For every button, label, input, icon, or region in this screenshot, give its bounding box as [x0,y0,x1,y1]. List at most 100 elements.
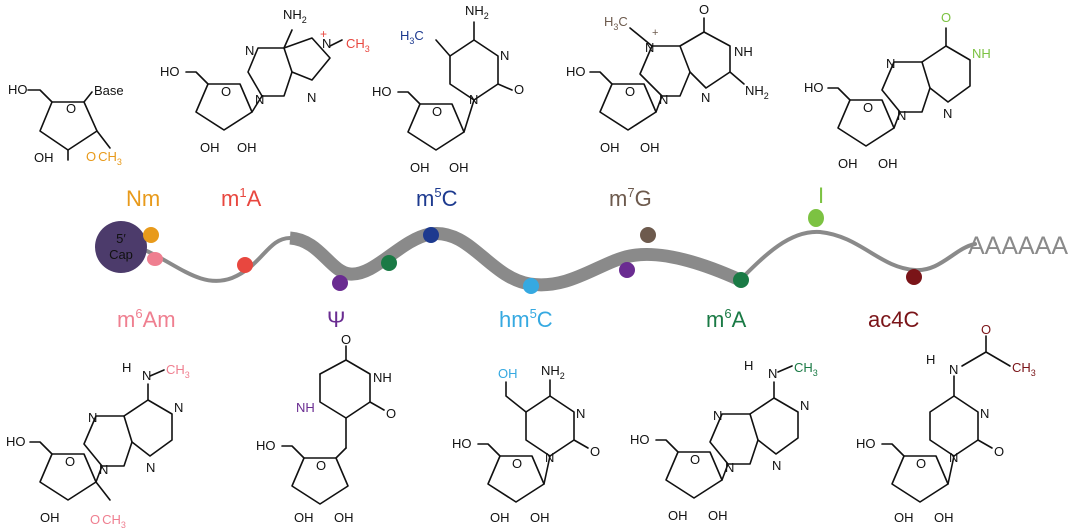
svg-text:OH: OH [600,140,620,155]
svg-text:OH: OH [668,508,688,523]
dot-m6a-2 [733,272,749,288]
svg-text:N: N [142,368,151,383]
svg-text:O: O [590,444,600,459]
svg-text:OH: OH [294,510,314,525]
svg-text:OH: OH [530,510,550,525]
svg-text:N: N [800,398,809,413]
svg-text:N: N [949,362,958,377]
dot-m1a [237,257,253,273]
svg-text:HO: HO [8,82,28,97]
label-m7g: m7G [609,185,652,211]
svg-text:N: N [99,462,108,477]
strand-thick [288,227,743,292]
svg-text:O: O [221,84,231,99]
label-ac4c: ac4C [868,307,919,332]
dot-m6a-1 [381,255,397,271]
m6am-n-methyl: CH3 [166,362,190,380]
svg-text:N: N [980,406,989,421]
svg-text:N: N [713,408,722,423]
svg-text:O: O [341,332,351,347]
svg-text:N: N [307,90,316,105]
cap-label-line2: Cap [109,247,133,262]
svg-text:HO: HO [256,438,276,453]
psi-nh: NH [296,400,315,415]
svg-text:O: O [512,456,522,471]
dot-ac4c [906,269,922,285]
svg-text:O: O [514,82,524,97]
svg-text:N: N [886,56,895,71]
label-hm5c: hm5C [499,306,553,332]
svg-text:NH2: NH2 [465,3,489,21]
svg-text:H: H [122,360,131,375]
svg-text:OH: OH [838,156,858,171]
svg-text:NH2: NH2 [283,7,307,25]
rna-strand: 5′ Cap AAAAAA [95,209,1068,294]
svg-text:N: N [701,90,710,105]
svg-text:OH: OH [34,150,54,165]
svg-text:N: N [500,48,509,63]
svg-text:H: H [926,352,935,367]
svg-text:N: N [943,106,952,121]
svg-text:NH: NH [373,370,392,385]
svg-text:N: N [772,458,781,473]
dot-psi-2 [619,262,635,278]
m1a-methyl: CH3 [346,36,370,54]
svg-text:O: O [432,104,442,119]
svg-text:O: O [994,444,1004,459]
svg-text:N: N [545,450,554,465]
svg-text:OH: OH [200,140,220,155]
m7g-methyl: H3C [604,14,628,32]
svg-text:OH: OH [449,160,469,175]
svg-text:OH: OH [934,510,954,525]
svg-text:O: O [65,454,75,469]
structure-m5c: HO O OH OH N N O NH2 H3C [372,3,524,175]
svg-text:O: O [66,101,76,116]
svg-text:OH: OH [490,510,510,525]
label-m6am: m6Am [117,306,176,332]
svg-text:HO: HO [372,84,392,99]
modification-labels: Nm m1A m5C m7G I m6Am Ψ hm5C m6A ac4C [117,183,919,332]
structure-ac4c: HO O OH OH N N O N H O CH3 [856,322,1036,525]
structure-psi: HO O OH OH O NH O NH [256,332,396,525]
svg-text:HO: HO [6,434,26,449]
svg-text:HO: HO [160,64,180,79]
svg-text:OH: OH [708,508,728,523]
inosine-nh: NH [972,46,991,61]
dot-i [808,209,824,227]
svg-text:N: N [469,92,478,107]
svg-text:N: N [949,450,958,465]
dot-psi [332,275,348,291]
five-prime-cap [95,221,147,273]
svg-text:OH: OH [334,510,354,525]
svg-text:N: N [659,92,668,107]
svg-text:HO: HO [630,432,650,447]
dot-m6am [147,252,163,266]
svg-text:NH2: NH2 [541,363,565,381]
svg-text:O: O [690,452,700,467]
svg-text:OH: OH [894,510,914,525]
label-nm: Nm [126,186,160,211]
svg-text:OH: OH [410,160,430,175]
svg-text:N: N [146,460,155,475]
structure-m1a: HO O OH OH N N N N NH2 + CH3 [160,7,370,155]
svg-text:N: N [576,406,585,421]
m6a-methyl: CH3 [794,360,818,378]
svg-text:OH: OH [40,510,60,525]
structure-m7g: HO O OH OH N N N NH O NH2 + H3C [566,2,769,155]
svg-text:Base: Base [94,83,124,98]
svg-text:O: O [699,2,709,17]
svg-text:N: N [645,40,654,55]
m5c-methyl: H3C [400,28,424,46]
svg-text:N: N [725,460,734,475]
svg-text:N: N [255,92,264,107]
svg-text:O: O [316,458,326,473]
label-m5c: m5C [416,185,458,211]
svg-text:HO: HO [566,64,586,79]
structure-hm5c: HO O OH OH N N O NH2 OH [452,363,600,525]
svg-text:OH: OH [640,140,660,155]
label-i: I [818,183,824,208]
m7g-charge: + [652,27,658,39]
